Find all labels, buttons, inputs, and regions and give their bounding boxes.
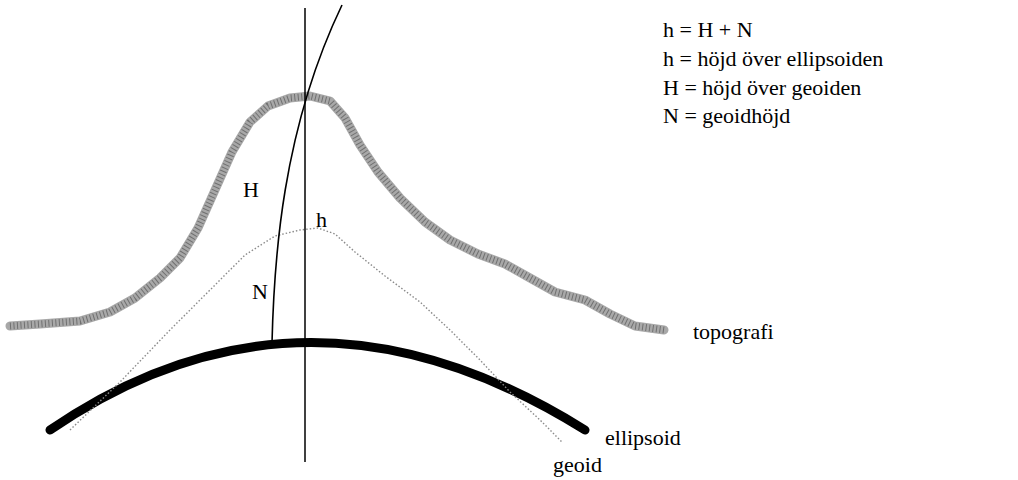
plumb-line (272, 5, 342, 343)
ellipsoid-normal (304, 8, 306, 462)
legend-text: H = höjd över geoiden (663, 75, 861, 101)
geoid-curve (70, 228, 562, 442)
surface-label: topografi (693, 319, 774, 345)
topography-curve (10, 96, 664, 330)
surface-label: ellipsoid (605, 425, 681, 451)
legend-text: N = geoidhöjd (663, 103, 790, 129)
height-symbol: N (252, 279, 268, 305)
height-symbol: H (243, 177, 259, 203)
legend-text: h = höjd över ellipsoiden (663, 46, 883, 72)
surface-label: geoid (553, 452, 602, 478)
topography-texture (10, 96, 664, 330)
formula-text: h = H + N (663, 17, 753, 43)
height-symbol: h (316, 207, 327, 233)
ellipsoid-curve (50, 343, 585, 431)
